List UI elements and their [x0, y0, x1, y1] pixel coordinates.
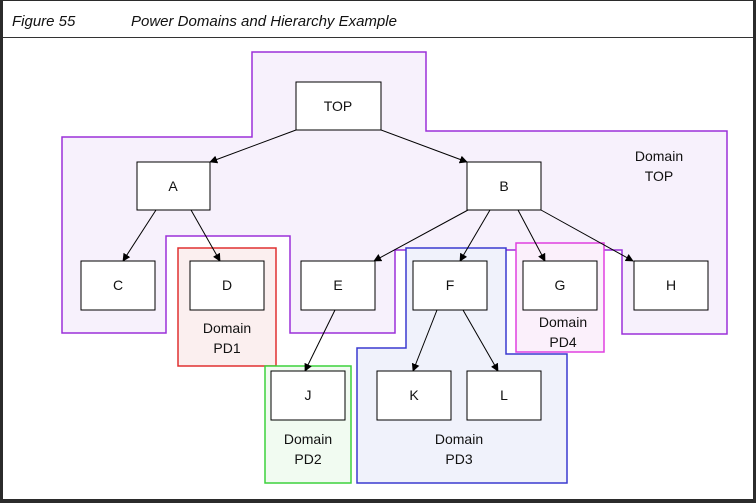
domain-pd4-label-line2: PD4: [549, 334, 576, 350]
node-a-box: [136, 161, 211, 211]
node-b-label: B: [499, 178, 508, 194]
node-k-label: K: [409, 387, 419, 403]
domain-pd3-region: [356, 247, 568, 484]
node-c-box: [80, 260, 156, 311]
node-top-box: [295, 81, 382, 131]
figure-title: Power Domains and Hierarchy Example: [131, 13, 397, 30]
domain-pd1-label-line2: PD1: [213, 340, 240, 356]
node-a-label: A: [168, 178, 178, 194]
figure-number: Figure 55: [12, 13, 76, 30]
domain-pd4-label-line1: Domain: [539, 314, 587, 330]
domain-pd2-label-line1: Domain: [284, 431, 332, 447]
domain-pd3-label-line2: PD3: [445, 451, 472, 467]
node-e-box: [300, 260, 376, 311]
edge-f-k: [411, 309, 438, 372]
node-b-box: [466, 161, 542, 211]
domain-pd3-label-line1: Domain: [435, 431, 483, 447]
edge-a-c: [122, 209, 157, 262]
node-d-box: [189, 260, 265, 311]
edge-top-a: [209, 129, 297, 164]
caption-divider: [3, 37, 753, 38]
domain-top-label-line2: TOP: [645, 168, 674, 184]
edge-b-g: [517, 209, 546, 262]
node-c-label: C: [113, 277, 123, 293]
node-top-label: TOP: [324, 98, 353, 114]
edge-f-l: [462, 309, 499, 372]
node-j-box: [270, 370, 346, 421]
node-l-label: L: [500, 387, 508, 403]
domain-top-label-line1: Domain: [635, 148, 683, 164]
domain-top-region: [61, 51, 728, 335]
node-j-label: J: [305, 387, 312, 403]
node-k-box: [376, 370, 452, 421]
edge-b-e: [373, 209, 469, 262]
edge-top-b: [380, 129, 468, 164]
edge-e-j: [304, 309, 336, 372]
edge-b-f: [459, 209, 491, 262]
edge-a-d: [190, 209, 221, 262]
domain-pd2-label-line2: PD2: [294, 451, 321, 467]
node-l-box: [466, 370, 542, 421]
node-f-label: F: [446, 277, 455, 293]
node-d-label: D: [222, 277, 232, 293]
node-g-label: G: [555, 277, 566, 293]
node-g-box: [522, 260, 598, 311]
node-h-box: [633, 260, 709, 311]
node-h-label: H: [666, 277, 676, 293]
edge-b-h: [540, 209, 634, 262]
node-f-box: [412, 260, 488, 311]
node-e-label: E: [333, 277, 342, 293]
domain-pd1-label-line1: Domain: [203, 320, 251, 336]
